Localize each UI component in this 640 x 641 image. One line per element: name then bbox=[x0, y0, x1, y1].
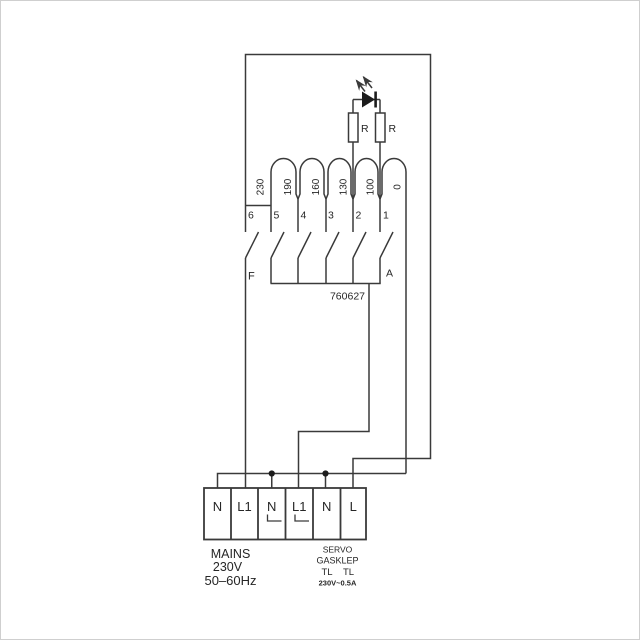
terminal-number: 1 bbox=[383, 210, 389, 222]
mains-line1: MAINS bbox=[211, 547, 251, 561]
led-light-arrow-icon bbox=[355, 79, 366, 92]
terminal-number: 6 bbox=[248, 210, 254, 222]
terminal-number: 2 bbox=[356, 210, 362, 222]
tap-switch-bank bbox=[244, 231, 394, 285]
switch-blade-F bbox=[244, 231, 260, 259]
junction-dot bbox=[322, 470, 329, 477]
voltage-label: 190 bbox=[283, 178, 294, 195]
transformer-winding bbox=[270, 157, 407, 474]
terminal-label: L bbox=[350, 499, 357, 514]
switch-label-f: F bbox=[248, 271, 255, 283]
servo-rating: 230V~0.5A bbox=[319, 579, 357, 588]
resistor-right-body bbox=[374, 112, 386, 143]
voltage-label: 160 bbox=[311, 178, 322, 195]
terminal-number: 4 bbox=[301, 210, 307, 222]
terminal-label: N bbox=[322, 499, 331, 514]
led-indicator-branch: R R bbox=[347, 75, 397, 232]
terminal-number: 3 bbox=[328, 210, 334, 222]
resistor-left-body bbox=[347, 112, 359, 143]
mains-caption: MAINS 230V 50–60Hz bbox=[204, 547, 256, 588]
voltage-label: 100 bbox=[366, 178, 377, 195]
winding-terminal-numbers: 6 5 4 3 2 1 bbox=[248, 210, 389, 222]
mains-line2: 230V bbox=[213, 560, 243, 574]
resistor-left-label: R bbox=[361, 123, 369, 135]
terminal-jumper-icon bbox=[294, 514, 309, 522]
terminal-block: N L1 N L1 N L bbox=[203, 487, 367, 541]
resistor-right-label: R bbox=[389, 123, 397, 135]
servo-line2: GASKLEP bbox=[316, 556, 358, 566]
voltage-label: 130 bbox=[339, 178, 350, 195]
part-number: 760627 bbox=[330, 291, 365, 303]
voltage-label: 230 bbox=[256, 178, 267, 195]
servo-tl-right: TL bbox=[343, 567, 354, 578]
terminal-label: N bbox=[267, 499, 276, 514]
terminal-label: L1 bbox=[237, 499, 251, 514]
led-light-arrow-icon bbox=[362, 75, 373, 89]
switch-label-a: A bbox=[386, 268, 393, 280]
led-icon bbox=[362, 91, 375, 108]
mains-line3: 50–60Hz bbox=[204, 573, 256, 588]
terminal-label: N bbox=[213, 499, 222, 514]
terminal-number: 5 bbox=[274, 210, 280, 222]
mains-l1-to-servo-l-loop-wire bbox=[244, 53, 432, 488]
terminal-jumper-icon bbox=[266, 514, 282, 522]
switch-output-wire bbox=[297, 283, 370, 488]
terminal-label: L1 bbox=[292, 499, 306, 514]
servo-line1: SERVO bbox=[323, 545, 353, 555]
servo-caption: SERVO GASKLEP TL TL 230V~0.5A bbox=[316, 545, 358, 588]
switch-blade-A bbox=[379, 231, 394, 259]
winding-voltage-labels: 230 190 160 130 100 0 bbox=[256, 178, 404, 195]
voltage-label: 0 bbox=[393, 184, 404, 190]
servo-tl-left: TL bbox=[321, 567, 332, 578]
junction-dot bbox=[268, 470, 275, 477]
neutral-bus bbox=[216, 470, 406, 488]
